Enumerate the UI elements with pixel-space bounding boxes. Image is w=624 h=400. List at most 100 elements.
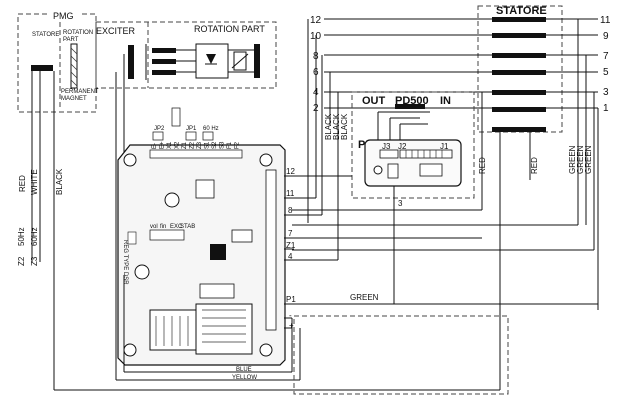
label-black-2: BLACK xyxy=(332,113,341,140)
avr-pot-label: EXC xyxy=(170,224,183,230)
stator-num-7: 7 xyxy=(603,51,609,62)
term-4: 4 xyxy=(288,252,293,261)
diode-symbol xyxy=(206,54,216,64)
label-blue: BLUE xyxy=(236,367,252,373)
pmg-stator-coil xyxy=(31,65,53,71)
label-red: RED xyxy=(18,175,27,192)
label-yellow: YELLOW xyxy=(232,375,257,381)
avr-pot-label: vol xyxy=(150,224,158,230)
avr-top-pin-label: S1 xyxy=(205,141,211,149)
term-minus: - xyxy=(289,311,292,320)
label-black-3: BLACK xyxy=(340,113,349,140)
avr-side-text: REG TYPE DSR xyxy=(122,240,128,285)
term-11: 11 xyxy=(286,189,295,198)
avr-top-pin-label: F2 xyxy=(235,141,241,149)
avr-top-pin-label: S2 xyxy=(212,141,218,149)
label-black-1: BLACK xyxy=(324,113,333,140)
avr-pot-label: fin xyxy=(160,224,166,230)
exciter-title: EXCITER xyxy=(96,26,136,36)
stator-num-5: 5 xyxy=(603,67,609,78)
pd500-in: IN xyxy=(440,95,451,107)
avr-top-pin-label: E- xyxy=(152,143,158,149)
avr-chip xyxy=(210,244,226,260)
avr-top-pin-label: Z3 xyxy=(197,141,203,149)
avr-jp2: JP2 xyxy=(154,126,165,132)
stator-num-9: 9 xyxy=(603,31,609,42)
exciter-rotor-coil-2 xyxy=(152,59,176,64)
avr-top-connector xyxy=(149,149,243,159)
exciter-block: EXCITER ROTATION PART xyxy=(95,21,277,275)
main-rotor-coil xyxy=(254,44,260,78)
pd-j2: J2 xyxy=(398,142,407,151)
pmg-statore-label: STATORE xyxy=(32,32,59,38)
black-labels: BLACK BLACK BLACK xyxy=(324,113,349,140)
label-50hz: 50Hz xyxy=(17,227,26,246)
label-red-right-1: RED xyxy=(478,157,487,174)
pd-j3: J3 xyxy=(382,142,391,151)
exciter-dashed-box xyxy=(95,21,277,89)
avr-top-pin-label: E+ xyxy=(160,141,166,149)
pd500-out: OUT xyxy=(362,95,386,107)
avr-top-pin-label: Z1 xyxy=(182,141,188,149)
pmg-wires: RED WHITE BLACK 50Hz 60Hz Z2 Z3 xyxy=(17,71,501,391)
avr-top-pin-label: X1 xyxy=(167,141,173,149)
statore-block: STATORE xyxy=(477,5,563,133)
statore-dashed-box xyxy=(477,5,563,133)
rotation-part-title: ROTATION PART xyxy=(194,24,265,34)
statore-title: STATORE xyxy=(496,5,547,17)
label-white: WHITE xyxy=(30,169,39,195)
avr-top-pin-label: Z2 xyxy=(190,141,196,149)
stator-num-12: 12 xyxy=(310,15,322,26)
pd500-block: OUT PD500 IN PD-I J3 J2 J1 3 xyxy=(351,91,475,300)
avr-terminals: 12 11 8 7 Z1 4 P1 - + GREEN BLUE YELLOW xyxy=(115,120,598,395)
term-7: 7 xyxy=(288,229,293,238)
label-green-1: GREEN xyxy=(568,145,577,174)
label-red-right-2: RED xyxy=(530,157,539,174)
label-60hz: 60Hz xyxy=(30,227,39,246)
avr-top-pin-label: S3 xyxy=(220,141,226,149)
pmg-magnet xyxy=(70,43,78,89)
exciter-field-coil xyxy=(128,45,134,79)
label-z2: Z2 xyxy=(17,256,26,266)
pd-j1: J1 xyxy=(440,142,449,151)
avr-heatsink-1 xyxy=(149,309,197,351)
pmg-title-bg xyxy=(50,10,80,20)
pd-pin3: 3 xyxy=(398,199,403,208)
term-8: 8 xyxy=(288,206,293,215)
label-z3: Z3 xyxy=(30,256,39,266)
pmg-title: PMG xyxy=(53,11,74,21)
term-z1: Z1 xyxy=(286,241,296,250)
pmg-rotation-label-2: PART xyxy=(63,37,79,43)
pd500-ct-coil xyxy=(395,104,425,109)
right-wire-labels: RED RED GREEN GREEN GREEN xyxy=(478,145,593,174)
exciter-rotor-coil-3 xyxy=(152,70,176,75)
bottom-dashed-loop xyxy=(293,315,509,395)
avr-terminal-strip xyxy=(265,169,277,331)
label-green-bottom: GREEN xyxy=(350,293,379,302)
exciter-rotor-coil-1 xyxy=(152,48,176,53)
pmg-rotation-label-1: ROTATION xyxy=(63,30,93,36)
avr-top-pin-label: F1 xyxy=(227,141,233,149)
label-black: BLACK xyxy=(55,168,64,195)
stator-num-3: 3 xyxy=(603,87,609,98)
avr-jp1: JP1 xyxy=(186,126,197,132)
label-green-2: GREEN xyxy=(576,145,585,174)
pmg-magnet-label-2: MAGNET xyxy=(61,96,87,102)
pmg-magnet-label-1: PERMANENT xyxy=(61,89,99,95)
term-p1: P1 xyxy=(286,295,296,304)
avr-60hz: 60 Hz xyxy=(203,126,219,132)
avr-pot-label: STAB xyxy=(180,224,195,230)
label-green-3: GREEN xyxy=(584,145,593,174)
pmg-block: PMG STATORE ROTATION PART PERMANENT MAGN… xyxy=(17,10,99,113)
pd500-dashed-box xyxy=(351,91,475,199)
stator-num-11: 11 xyxy=(600,15,611,26)
stator-num-1: 1 xyxy=(603,103,609,114)
avr-top-pin-label: X2 xyxy=(175,141,181,149)
term-12: 12 xyxy=(286,167,295,176)
avr-heatsink-2 xyxy=(195,303,253,355)
